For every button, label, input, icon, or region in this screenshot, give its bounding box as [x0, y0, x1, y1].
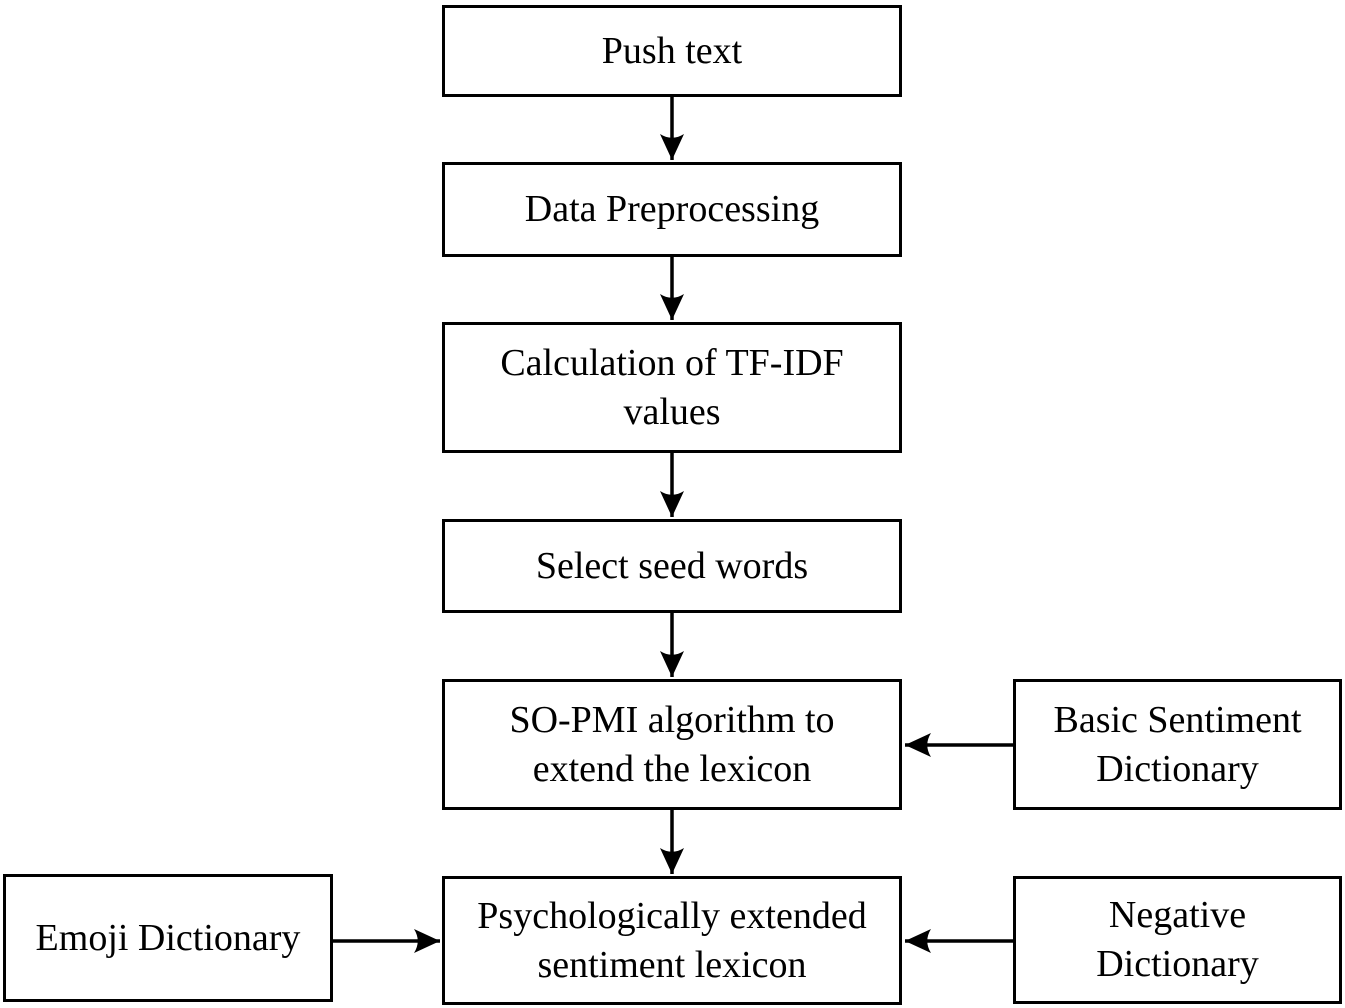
node-data-preprocessing: Data Preprocessing: [442, 162, 902, 257]
node-psych-extended-lexicon: Psychologically extended sentiment lexic…: [442, 876, 902, 1005]
node-data-preprocessing-label: Data Preprocessing: [524, 188, 820, 231]
node-push-text-label: Push text: [601, 29, 743, 72]
node-emoji-dictionary-label: Emoji Dictionary: [35, 916, 301, 959]
node-tfidf-calculation-label: Calculation of TF-IDF values: [500, 341, 844, 433]
node-select-seed-words: Select seed words: [442, 519, 902, 613]
node-negative-dictionary: Negative Dictionary: [1013, 876, 1342, 1004]
node-push-text: Push text: [442, 5, 902, 97]
node-negative-dictionary-label: Negative Dictionary: [1096, 894, 1259, 985]
node-psych-extended-lexicon-label: Psychologically extended sentiment lexic…: [477, 894, 867, 986]
node-so-pmi-extend: SO-PMI algorithm to extend the lexicon: [442, 679, 902, 810]
node-basic-sentiment-dictionary: Basic Sentiment Dictionary: [1013, 679, 1342, 810]
node-select-seed-words-label: Select seed words: [535, 544, 809, 587]
node-tfidf-calculation: Calculation of TF-IDF values: [442, 322, 902, 453]
node-emoji-dictionary: Emoji Dictionary: [3, 874, 333, 1002]
node-basic-sentiment-dictionary-label: Basic Sentiment Dictionary: [1053, 698, 1302, 790]
node-so-pmi-extend-label: SO-PMI algorithm to extend the lexicon: [509, 698, 835, 790]
